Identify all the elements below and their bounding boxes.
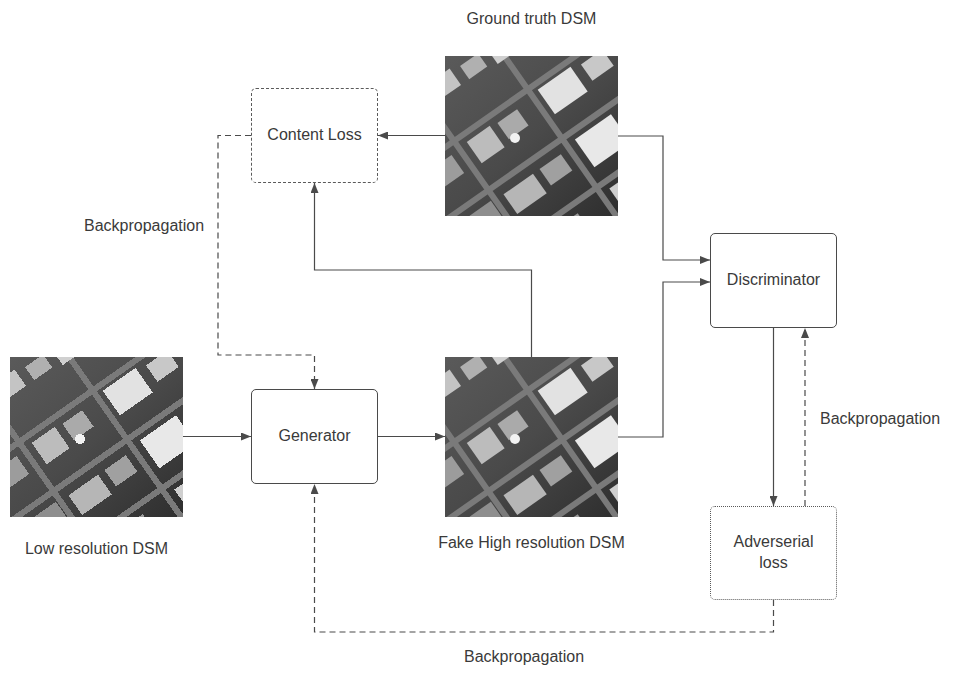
box-label: Generator [278,426,350,447]
output-image: Fake High resolution DSM [445,357,618,517]
loss-box: Adverserial loss [710,506,837,600]
image-caption: Fake High resolution DSM [433,533,630,554]
edge-label: Backpropagation [82,217,206,235]
flow-arrow [618,136,710,260]
image-caption: Low resolution DSM [0,539,195,560]
network-box: Generator [251,389,378,484]
flow-arrow [183,436,251,437]
edge-label: Backpropagation [462,648,586,666]
backprop-arrow [804,328,805,506]
backprop-arrow [315,484,774,632]
flow-arrow [315,183,532,357]
image-caption: Ground truth DSM [433,9,630,30]
flow-arrow [618,282,710,437]
edge-label: Backpropagation [818,410,942,428]
flow-arrow [773,328,774,506]
box-label: Content Loss [267,125,361,146]
box-label: Discriminator [727,270,820,291]
loss-box: Content Loss [251,88,378,183]
flow-arrow [378,436,445,437]
network-box: Discriminator [710,233,837,328]
input-image: Low resolution DSM [10,357,183,517]
flow-arrow [378,135,445,136]
box-label: Adverserial loss [723,532,824,574]
ground-truth-image: Ground truth DSM [445,56,618,216]
